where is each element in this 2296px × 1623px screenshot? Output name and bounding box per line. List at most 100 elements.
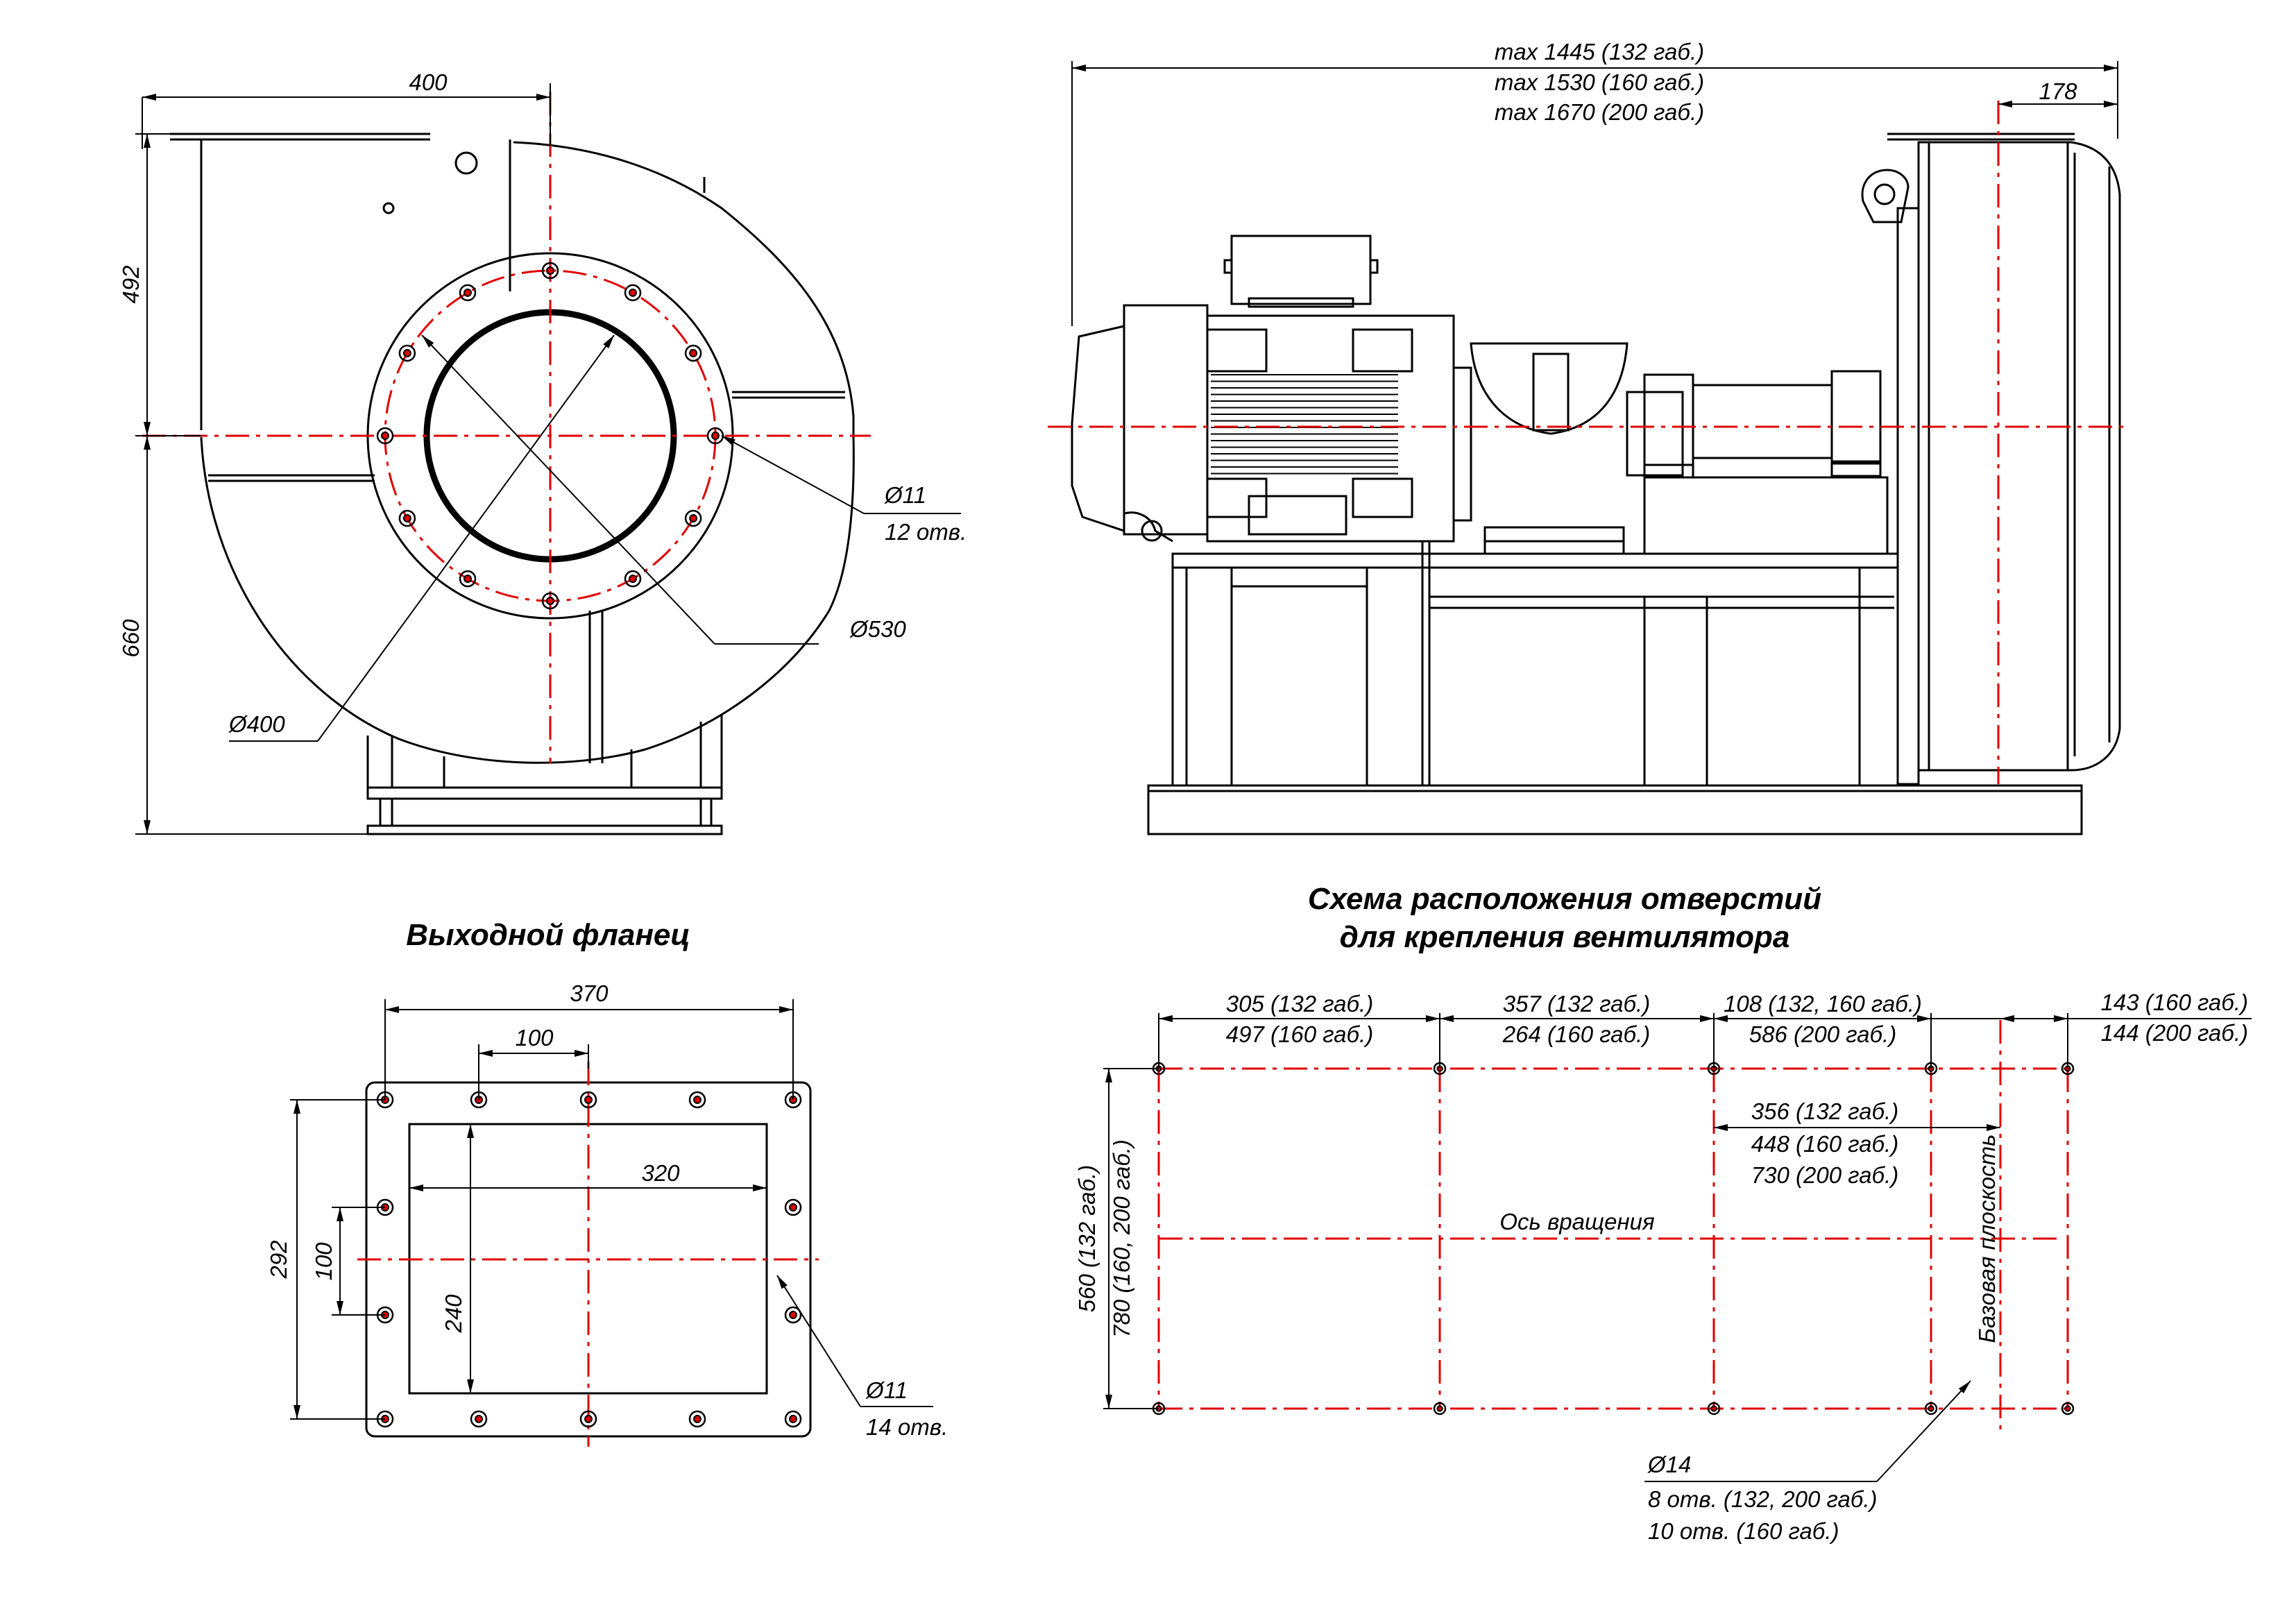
dim-178: 178 [2039, 78, 2077, 104]
scheme-dim5-line1: 356 (132 габ.) [1751, 1098, 1898, 1124]
bolt-hole [688, 1091, 706, 1109]
bolt-hole-center [464, 575, 472, 584]
scheme-dim4-line2: 144 (200 габ.) [2101, 1020, 2248, 1046]
dia-400-label: Ø400 [228, 711, 285, 737]
bolt-hole-center [789, 1311, 797, 1319]
flange-dim-240: 240 [441, 1294, 466, 1334]
hole-scheme-view: Схема расположения отверстий для креплен… [1074, 882, 2252, 1544]
shaft-housing [1692, 384, 1833, 459]
bolt-hole [684, 509, 702, 527]
bolt-hole-center [693, 1415, 701, 1423]
dim-660: 660 [118, 619, 144, 658]
bolt-hole [624, 284, 642, 302]
bolt-hole [470, 1410, 488, 1428]
scheme-dim2-line2: 264 (160 габ.) [1502, 1021, 1650, 1047]
bolt-hole [624, 570, 642, 588]
scheme-dim1-line2: 497 (160 габ.) [1226, 1021, 1373, 1047]
scheme-dim5-line3: 730 (200 габ.) [1751, 1162, 1898, 1188]
bolt-hole-center [381, 432, 389, 440]
bearing-right [1830, 370, 1882, 463]
bolt-hole [1707, 1402, 1721, 1416]
scheme-title-line2: для крепления вентилятора [1340, 920, 1790, 954]
mount-hole-count-line2: 10 отв. (160 габ.) [1648, 1518, 1839, 1544]
bolt-hole-center [629, 288, 637, 297]
dim-400: 400 [409, 69, 448, 95]
bolt-hole-center [2064, 1405, 2071, 1412]
bolt-hole-center [464, 288, 472, 297]
lifting-hole [454, 151, 478, 175]
bolt-hole [784, 1306, 802, 1324]
rotation-axis-label: Ось вращения [1499, 1209, 1654, 1234]
hole-dia-label: Ø11 [884, 482, 926, 508]
dia-530-label: Ø530 [849, 616, 906, 642]
overall-length-line2: max 1530 (160 габ.) [1495, 69, 1704, 95]
hole-count-label: 12 отв. [885, 519, 967, 545]
scheme-dim4-line1: 143 (160 габ.) [2101, 989, 2248, 1015]
bolt-hole-center [546, 597, 554, 605]
mount-hole-count-line1: 8 отв. (132, 200 габ.) [1648, 1486, 1878, 1512]
mount-hole-dia: Ø14 [1647, 1452, 1691, 1477]
bolt-hole-center [693, 1096, 701, 1104]
overall-length-line3: max 1670 (200 габ.) [1495, 99, 1704, 125]
overall-length-line1: max 1445 (132 габ.) [1495, 39, 1704, 65]
motor-end-cap [1071, 325, 1125, 533]
bolt-hole [398, 344, 416, 362]
bolt-hole [459, 570, 477, 588]
bolt-hole [684, 344, 702, 362]
bolt-hole [541, 262, 559, 280]
flange-dim-100-side: 100 [311, 1242, 337, 1281]
bolt-hole [459, 284, 477, 302]
bolt-hole [1924, 1402, 1938, 1416]
bolt-hole [688, 1410, 706, 1428]
motor-body [1206, 314, 1455, 543]
bolt-hole-center [789, 1415, 797, 1423]
coupling-guard [1470, 342, 1629, 435]
flange-hole-dia: Ø11 [865, 1377, 908, 1403]
motor-flange [1452, 366, 1472, 522]
bolt-hole-center [584, 1096, 593, 1104]
bolt-hole [376, 427, 394, 445]
bolt-hole [398, 509, 416, 527]
fan-backplate [1917, 141, 1930, 772]
scheme-dim1-line1: 305 (132 габ.) [1226, 991, 1373, 1017]
side-view: 400 492 660 Ø11 12 отв. Ø530 Ø400 [118, 69, 967, 835]
bolt-hole [579, 1410, 597, 1428]
bolt-hole-center [546, 266, 554, 275]
volute-scroll [513, 141, 855, 437]
flange-hole-count: 14 отв. [866, 1414, 948, 1440]
base-frame [1147, 784, 2083, 835]
bearing-left [1643, 373, 1694, 466]
bolt-hole-center [1436, 1405, 1443, 1412]
fan-housing-outline [1929, 141, 2121, 772]
bolt-hole-center [789, 1203, 797, 1212]
bolt-hole [579, 1091, 597, 1109]
bolt-hole-center [1710, 1405, 1717, 1412]
bolt-hole-center [475, 1415, 483, 1423]
motor-fan-cover [1123, 304, 1209, 536]
bolt-hole-center [584, 1415, 593, 1423]
bolt-hole-center [402, 349, 411, 357]
scheme-height-line1: 560 (132 габ.) [1074, 1165, 1100, 1312]
scheme-title-line1: Схема расположения отверстий [1308, 882, 1821, 916]
scheme-dim3-line2: 586 (200 габ.) [1749, 1021, 1896, 1047]
bolt-hole [784, 1410, 802, 1428]
front-view: max 1445 (132 габ.) max 1530 (160 габ.) … [1048, 39, 2123, 835]
flange-dim-320: 320 [641, 1160, 680, 1186]
scheme-height-line2: 780 (160, 200 габ.) [1109, 1139, 1134, 1338]
bolt-hole [784, 1198, 802, 1216]
bolt-hole-center [1928, 1405, 1934, 1412]
bolt-hole-center [629, 575, 637, 584]
terminal-box [1230, 235, 1372, 305]
flange-dim-370: 370 [570, 980, 609, 1006]
base-plane-label: Базовая плоскость [1974, 1135, 2000, 1343]
bolt-hole [541, 592, 559, 610]
motor-cooling-fins [1211, 374, 1398, 475]
flange-dim-292: 292 [266, 1240, 291, 1279]
bolt-hole-center [402, 514, 411, 522]
outlet-flange-view: Выходной фланец 370 100 320 292 100 240 … [266, 918, 948, 1447]
bolt-hole [1433, 1402, 1447, 1416]
flange-dim-100-top: 100 [515, 1025, 554, 1051]
outlet-flange-title: Выходной фланец [406, 918, 690, 952]
flange-bolt-holes [376, 262, 724, 610]
